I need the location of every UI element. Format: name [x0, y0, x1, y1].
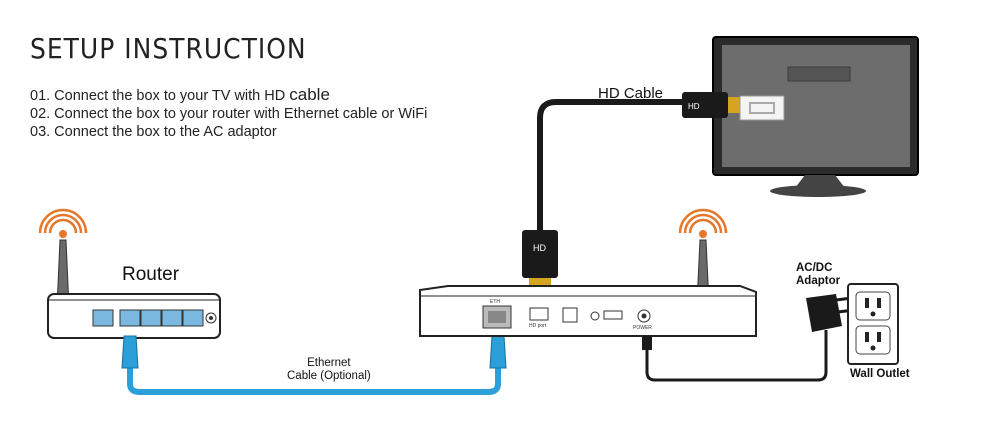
hd-plug-tv: HD	[682, 92, 740, 118]
page-title: SETUP INSTRUCTION	[30, 32, 307, 65]
ethernet-cable-label: Ethernet Cable (Optional)	[287, 357, 371, 382]
ac-adaptor-label: AC/DC Adaptor	[796, 262, 841, 287]
ethernet-cable	[121, 335, 507, 395]
router	[38, 208, 221, 339]
ac-adaptor	[806, 294, 855, 332]
wall-outlet-label: Wall Outlet	[850, 368, 910, 380]
hd-cable-label: HD Cable	[598, 85, 664, 102]
hd-plug-box-label: HD	[533, 243, 546, 253]
instruction-step-3: 03. Connect the box to the AC adaptor	[30, 124, 277, 140]
hd-port-label: HD port	[529, 323, 547, 329]
wall-outlet	[847, 283, 899, 365]
instruction-step-2: 02. Connect the box to your router with …	[30, 106, 428, 122]
tv	[712, 36, 919, 197]
instruction-step-1: 01. Connect the box to your TV with HD c…	[30, 85, 330, 105]
power-port-label: POWER	[633, 325, 652, 331]
router-label: Router	[122, 264, 180, 285]
set-top-box	[419, 208, 757, 337]
power-cable	[642, 330, 828, 382]
eth-port-label: ETH	[490, 299, 500, 305]
hd-plug-tv-label: HD	[688, 102, 700, 111]
instruction-list: 01. Connect the box to your TV with HD c…	[30, 86, 427, 141]
